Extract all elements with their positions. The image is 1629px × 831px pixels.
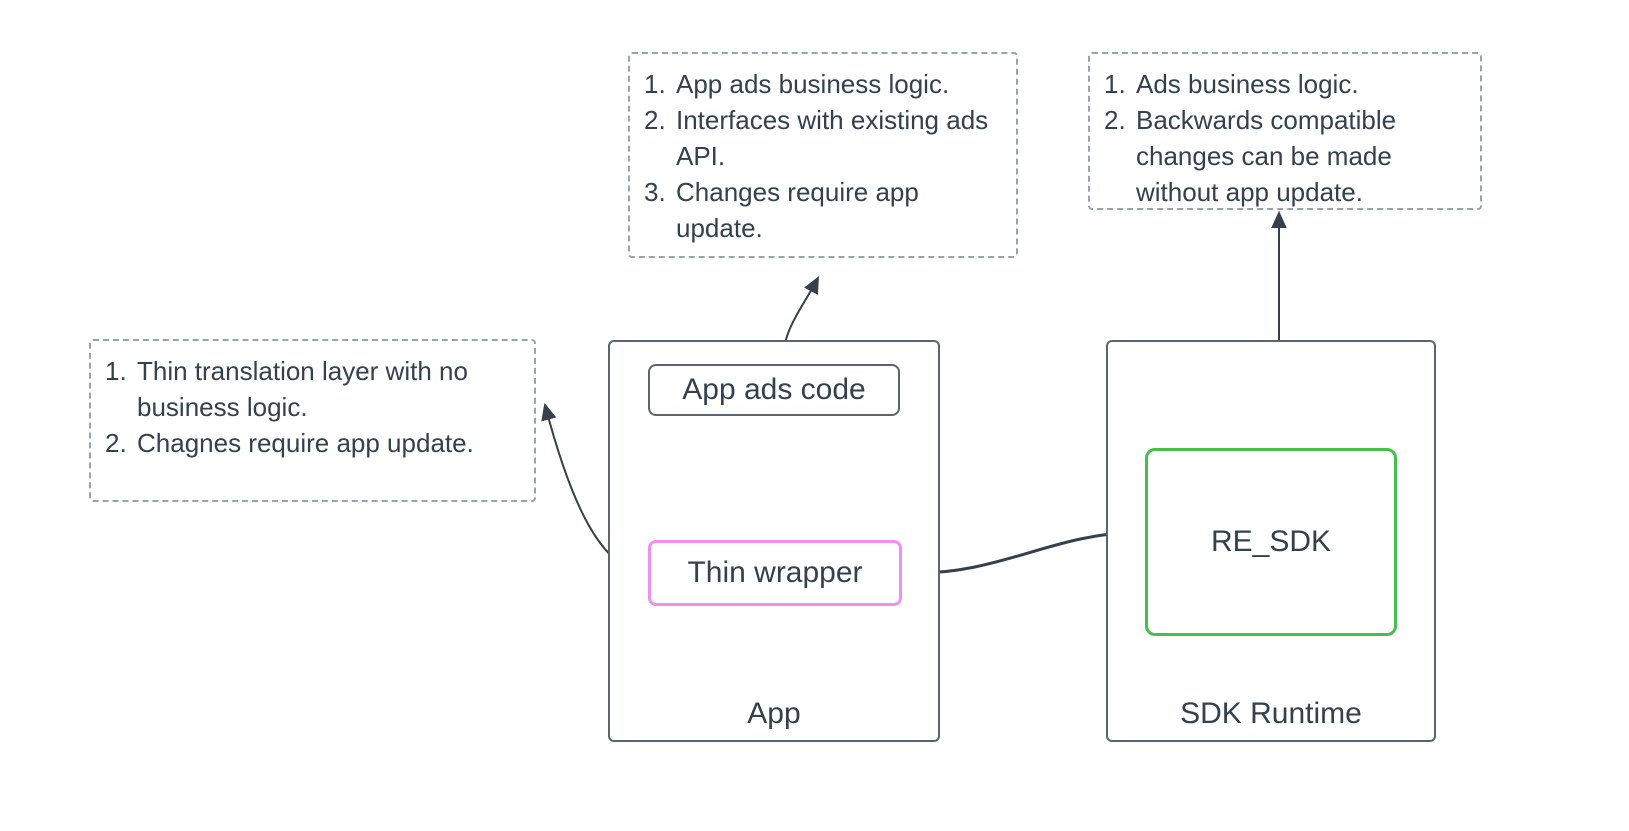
node-app-ads-code-label: App ads code — [682, 373, 866, 406]
note-item: App ads business logic. — [644, 66, 950, 102]
note-list: Thin translation layer with no business … — [105, 353, 518, 461]
note-re-sdk: Ads business logic. Backwards compatible… — [1088, 52, 1482, 210]
container-app-label: App — [747, 697, 801, 730]
node-app-ads-code[interactable]: App ads code — [648, 364, 900, 416]
note-list: Ads business logic. Backwards compatible… — [1104, 66, 1464, 210]
container-sdk-runtime-label: SDK Runtime — [1180, 697, 1362, 730]
node-re-sdk-label: RE_SDK — [1210, 525, 1332, 558]
note-item: Ads business logic. — [1104, 66, 1359, 102]
edge-thinwrapper-resdk — [887, 520, 1142, 585]
note-item: Chagnes require app update. — [105, 425, 474, 461]
note-item: Thin translation layer with no business … — [105, 353, 468, 422]
note-item: Interfaces with existing ads API. — [644, 102, 989, 171]
note-thin-wrapper: Thin translation layer with no business … — [89, 339, 536, 502]
note-list: App ads business logic. Interfaces with … — [644, 66, 1000, 246]
node-thin-wrapper[interactable]: Thin wrapper — [648, 540, 902, 606]
note-item: Changes require app update. — [644, 174, 919, 243]
node-thin-wrapper-label: Thin wrapper — [687, 556, 863, 589]
node-re-sdk[interactable]: RE_SDK — [1145, 448, 1397, 636]
note-app-ads-code: App ads business logic. Interfaces with … — [628, 52, 1018, 258]
note-item: Backwards compatible changes can be made… — [1104, 102, 1397, 207]
